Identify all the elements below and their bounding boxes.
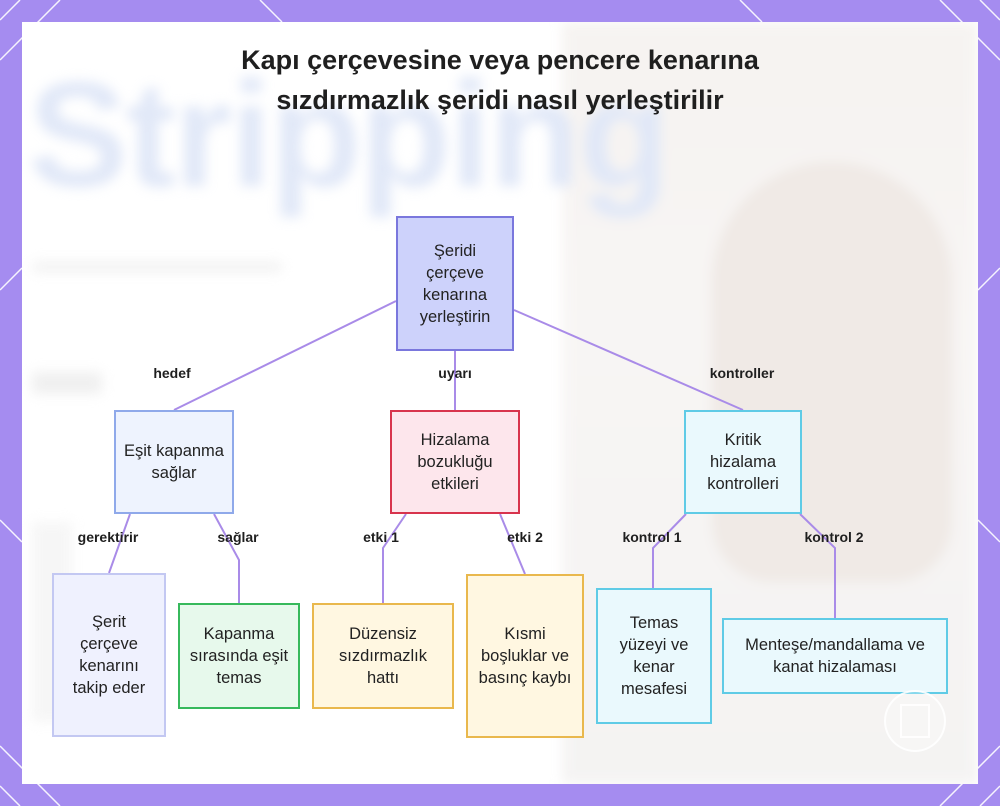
edge-misalign-gaps bbox=[499, 513, 526, 575]
node-equal-closure: Eşit kapanma sağlar bbox=[114, 410, 234, 514]
node-follow-edge: Şerit çerçeve kenarını takip eder bbox=[52, 573, 166, 737]
edge-equal-follow bbox=[108, 513, 131, 574]
diagram-title: Kapı çerçevesine veya pencere kenarına s… bbox=[241, 45, 759, 115]
edge-critical-surface bbox=[652, 513, 687, 588]
edge-label-uyari: uyarı bbox=[438, 365, 472, 381]
node-critical-checks: Kritik hizalama kontrolleri bbox=[684, 410, 802, 514]
edge-label-etki-2: etki 2 bbox=[507, 529, 543, 545]
edge-label-gerektirir: gerektirir bbox=[77, 529, 139, 545]
logo-badge-icon bbox=[884, 690, 946, 752]
edge-label-kontrol-2: kontrol 2 bbox=[804, 529, 864, 545]
edge-label-saglar: sağlar bbox=[217, 529, 259, 545]
edge-misalign-uneven bbox=[382, 513, 407, 603]
background-word: Stripping bbox=[28, 50, 670, 218]
node-uneven-seal: Düzensiz sızdırmazlık hattı bbox=[312, 603, 454, 709]
node-root: Şeridi çerçeve kenarına yerleştirin bbox=[396, 216, 514, 351]
edge-label-hedef: hedef bbox=[153, 365, 191, 381]
edge-label-kontroller: kontroller bbox=[709, 365, 775, 381]
node-partial-gaps: Kısmi boşluklar ve basınç kaybı bbox=[466, 574, 584, 738]
node-misalignment-effects: Hizalama bozukluğu etkileri bbox=[390, 410, 520, 514]
node-equal-contact: Kapanma sırasında eşit temas bbox=[178, 603, 300, 709]
edge-root-critical bbox=[513, 309, 744, 411]
edge-critical-hinge bbox=[799, 513, 836, 618]
edge-label-kontrol-1: kontrol 1 bbox=[622, 529, 682, 545]
background-photo: Stripping bbox=[22, 22, 978, 784]
edge-label-etki-1: etki 1 bbox=[363, 529, 399, 545]
node-contact-surface: Temas yüzeyi ve kenar mesafesi bbox=[596, 588, 712, 724]
node-hinge-alignment: Menteşe/mandallama ve kanat hizalaması bbox=[722, 618, 948, 694]
edge-root-equal bbox=[173, 300, 397, 411]
edge-equal-contact bbox=[213, 513, 240, 603]
